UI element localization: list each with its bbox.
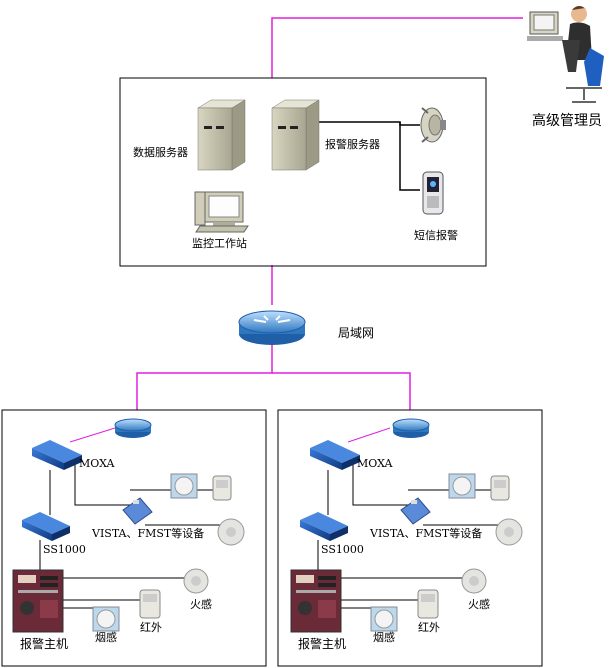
site2-router-to-moxa — [347, 427, 391, 443]
fire-sensor-label: 火感 — [468, 598, 490, 611]
router-icon — [114, 418, 152, 438]
smoke-sensor-label: 烟感 — [373, 631, 395, 644]
admin-label: 高级管理员 — [532, 113, 602, 129]
detector-icon — [417, 589, 439, 619]
data-server-icon — [197, 99, 246, 171]
moxa-converter-icon — [310, 440, 360, 470]
fire-sensor-label: 火感 — [190, 598, 212, 611]
detector-icon — [92, 606, 120, 632]
detector-icon — [183, 568, 209, 594]
site2-box — [277, 409, 543, 667]
siren-icon — [420, 107, 446, 143]
alarm-server-to-siren — [305, 121, 420, 126]
moxa-converter-icon — [32, 440, 82, 470]
alarm-server-to-phone — [399, 122, 420, 191]
site1-moxa-to-vista — [74, 465, 130, 506]
vista-device-icon — [122, 497, 153, 525]
admin-person-icon — [527, 6, 604, 103]
mobile-phone-icon — [422, 171, 444, 215]
detector-icon — [370, 606, 398, 632]
alarm-host-label: 报警主机 — [20, 637, 69, 651]
site1-router-to-moxa — [69, 427, 116, 443]
detector-icon — [461, 568, 487, 594]
ss1000-label: SS1000 — [43, 543, 86, 556]
site-1-devices — [12, 418, 245, 633]
site2-moxa-to-vista — [352, 465, 408, 506]
vista-label: VISTA、FMST等设备 — [92, 527, 205, 540]
alarm-host-label: 报警主机 — [298, 637, 347, 651]
vista-label: VISTA、FMST等设备 — [370, 527, 483, 540]
monitor-icon — [194, 191, 249, 233]
detector-icon — [170, 473, 198, 499]
lan-distribution — [136, 345, 273, 410]
sms-alarm-label: 短信报警 — [414, 229, 458, 242]
moxa-label: MOXA — [79, 457, 115, 470]
lan-label: 局域网 — [338, 326, 375, 340]
detector-icon — [139, 589, 161, 619]
moxa-converter-icon — [300, 512, 348, 541]
vista-device-icon — [400, 497, 431, 525]
alarm-panel-icon — [12, 569, 64, 633]
ir-sensor-label: 红外 — [418, 621, 440, 634]
data-server-label: 数据服务器 — [133, 146, 188, 159]
ir-sensor-label: 红外 — [140, 621, 162, 634]
moxa-label: MOXA — [357, 457, 393, 470]
detector-icon — [495, 518, 523, 546]
moxa-converter-icon — [22, 512, 70, 541]
alarm-panel-icon — [290, 569, 342, 633]
site1-box — [1, 409, 267, 667]
alarm-server-label: 报警服务器 — [325, 138, 380, 151]
detector-icon — [490, 475, 510, 501]
detector-icon — [212, 475, 232, 501]
detector-icon — [448, 473, 476, 499]
monitor-station-label: 监控工作站 — [192, 237, 247, 250]
detector-icon — [217, 518, 245, 546]
lan-distribution-right — [272, 372, 411, 410]
site-2-devices — [290, 418, 523, 633]
alarm-server-icon — [271, 99, 320, 171]
server-room-box — [119, 77, 487, 267]
connection-lines — [39, 17, 523, 609]
ss1000-label: SS1000 — [321, 543, 364, 556]
router-icon — [238, 310, 306, 345]
router-icon — [392, 418, 430, 438]
admin-link — [271, 17, 523, 78]
smoke-sensor-label: 烟感 — [95, 631, 117, 644]
